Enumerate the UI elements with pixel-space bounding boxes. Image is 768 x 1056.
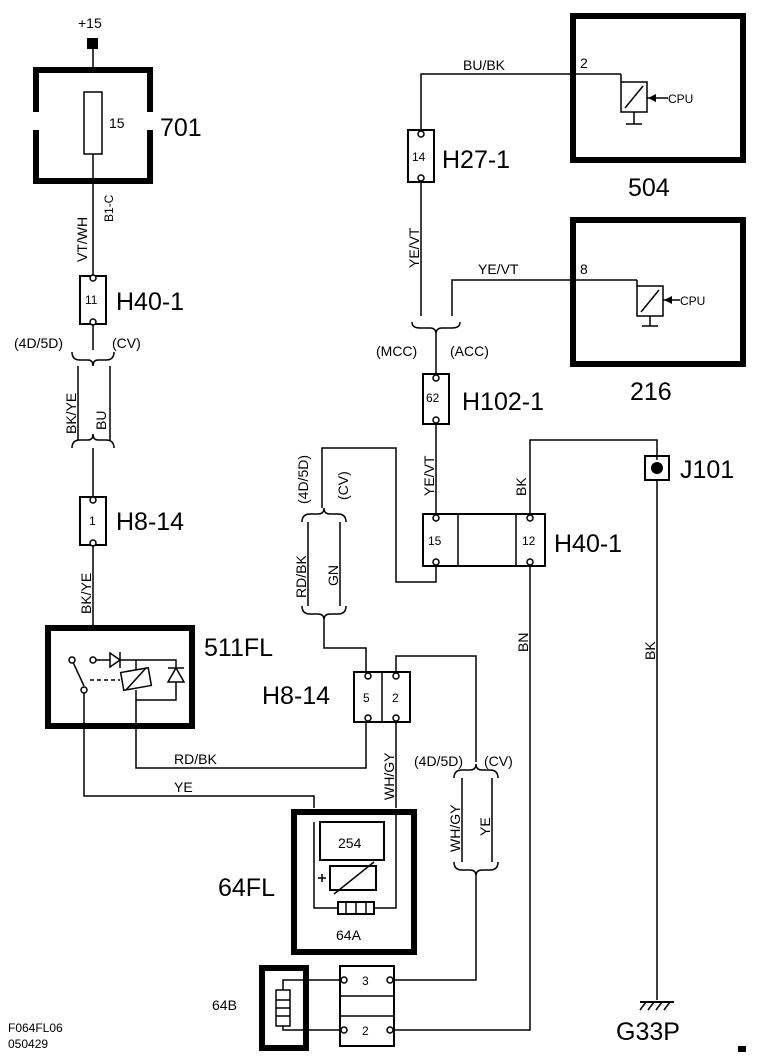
connector-h40-1-mid: 15 12 H40-1 [422,513,622,567]
h40-top-label: H40-1 [116,288,184,316]
variant-mcc: (MCC) [376,343,417,359]
h40-mid-pin-b: 12 [522,534,536,548]
wire-ye-vt-3: YE/VT [421,455,437,496]
fuse-box-label: 701 [160,114,202,142]
module-504-label: 504 [628,174,670,202]
module-504: CPU 2 504 [570,13,746,202]
assembly-64fl: 254 64A 64FL [218,809,417,955]
assembly-64fl-label: 64FL [218,874,275,902]
wire-b1c: B1-C [102,194,116,222]
h40-mid-label: H40-1 [554,530,622,558]
connector-h40-1-top: 11 H40-1 [79,274,184,326]
module-216-label: 216 [630,378,672,406]
h27-pin: 14 [412,150,426,164]
h40-top-pin: 11 [85,293,98,307]
variant-a-4d5d: (4D/5D) [14,335,63,351]
wire-bu: BU [93,411,109,430]
h102-pin: 62 [426,391,440,405]
module-504-pin: 2 [580,55,588,71]
supply-terminal: +15 [78,15,102,49]
wire-wh-gy-2: WH/GY [447,804,463,852]
wire-bk-2: BK [642,641,658,660]
variant-c-cv: (CV) [484,753,513,769]
module-254-label: 254 [338,835,362,851]
wire-bk-1: BK [513,477,529,496]
module-216-pin: 8 [580,261,588,277]
relay-label: 511FL [204,634,273,662]
c64b-pin-a: 3 [362,974,369,988]
component-64b-label: 64B [212,997,237,1013]
module-64a-label: 64A [336,927,362,943]
variant-c-4d5d: (4D/5D) [414,753,463,769]
fuse-number: 15 [109,115,125,131]
variant-a-cv: (CV) [112,335,141,351]
h8-top-label: H8-14 [116,508,184,536]
wire-bk-ye-1: BK/YE [63,393,79,434]
footer-date: 050429 [8,1037,48,1051]
footer-figure-id: F064FL06 [8,1021,63,1035]
ground-g33p: G33P [616,1001,680,1046]
wire-bu-bk: BU/BK [463,57,506,73]
connector-h27-1: 14 H27-1 [407,129,510,183]
junction-j101: J101 [644,455,734,484]
variant-b-cv: (CV) [335,471,351,500]
wire-ye-2: YE [477,817,493,836]
wire-bk-ye-2: BK/YE [78,573,94,614]
module-216: CPU 8 216 [570,217,746,406]
cpu-216: CPU [680,294,705,308]
wire-ye-1: YE [174,779,193,795]
h8-bottom-label: H8-14 [262,682,330,710]
junction-label: J101 [680,456,734,484]
connector-h102-1: 62 H102-1 [422,373,544,425]
wire-vt-wh: VT/WH [74,217,90,262]
variant-acc: (ACC) [450,343,489,359]
c64b-pin-b: 2 [362,1024,369,1038]
variant-b-4d5d: (4D/5D) [295,455,311,504]
corner-mark [738,1046,746,1052]
connector-64b: 3 2 [339,965,395,1047]
h27-label: H27-1 [442,146,510,174]
component-64b: 64B [212,965,340,1051]
wire-ye-vt-2: YE/VT [478,261,519,277]
supply-label: +15 [78,15,102,31]
h40-mid-pin-a: 15 [428,534,442,548]
connector-h8-14-top: 1 H8-14 [79,496,184,547]
h8-bottom-pin-b: 2 [392,691,399,705]
wire-wh-gy-1: WH/GY [381,752,397,800]
h8-bottom-pin-a: 5 [363,691,370,705]
cpu-504: CPU [668,92,693,106]
wire-rd-bk-1: RD/BK [174,751,217,767]
fuse-box-701: 15 701 [30,67,202,184]
h8-top-pin: 1 [89,514,96,528]
wire-bn: BN [515,633,531,652]
ground-label: G33P [616,1018,680,1046]
wire-ye-vt-1: YE/VT [406,227,422,268]
h102-label: H102-1 [462,388,544,416]
wire-rd-bk-2: RD/BK [293,555,309,598]
connector-h8-14-bottom: 5 2 H8-14 [262,671,411,723]
relay-511fl: 511FL [45,625,273,729]
wire-gn: GN [325,565,341,586]
